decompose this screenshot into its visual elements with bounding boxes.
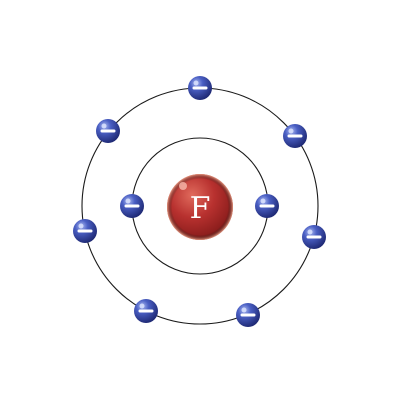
electron-highlight [288, 128, 294, 134]
electron-highlight [101, 123, 107, 129]
element-symbol: F [190, 191, 211, 226]
electron-highlight [241, 307, 247, 313]
electron-highlight [139, 303, 145, 309]
nucleus: F [167, 174, 233, 240]
electron-shell2-3 [283, 124, 307, 148]
electron-shell1-2 [255, 194, 279, 218]
electron-highlight [125, 198, 131, 204]
electron-shell2-4 [73, 219, 97, 243]
electron-shell1-1 [120, 194, 144, 218]
electron-highlight [78, 223, 84, 229]
electron-shell2-7 [236, 303, 260, 327]
electron-shell2-1 [188, 76, 212, 100]
electron-shell2-6 [134, 299, 158, 323]
electron-shell2-5 [302, 225, 326, 249]
electrons [73, 76, 326, 327]
electron-highlight [307, 229, 313, 235]
electron-shell2-2 [96, 119, 120, 143]
electron-highlight [193, 80, 199, 86]
electron-highlight [260, 198, 266, 204]
nucleus-rim [167, 174, 233, 240]
nucleus-highlight [179, 182, 187, 190]
